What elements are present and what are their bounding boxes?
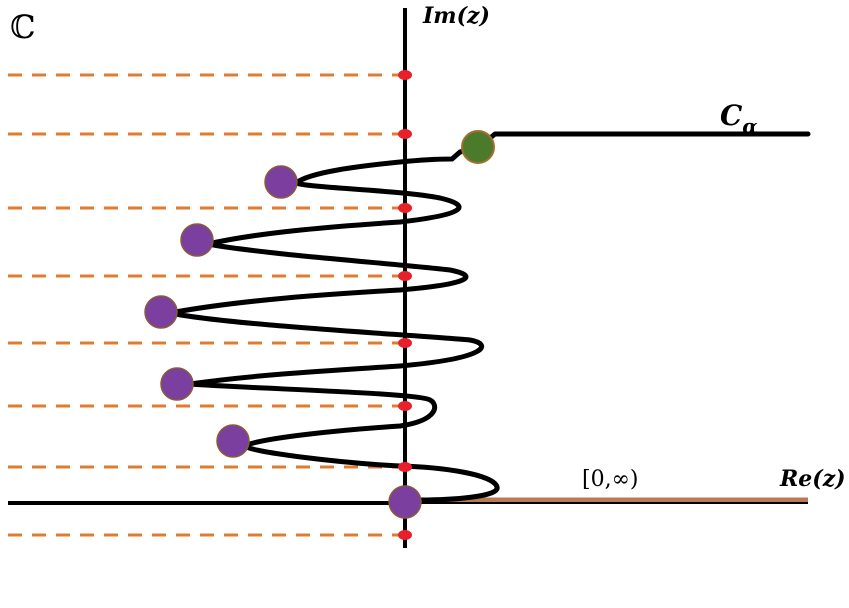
axis-mark <box>398 530 412 540</box>
poles <box>144 165 422 519</box>
pole-dot <box>180 223 214 257</box>
axis-marks <box>398 70 412 540</box>
axis-mark <box>398 338 412 348</box>
contour-label-main: C <box>720 99 743 132</box>
contour-label-sub: α <box>742 114 757 138</box>
imaginary-axis-label: Im(z) <box>422 3 490 29</box>
contour-endpoint-dot <box>461 130 495 164</box>
pole-dot <box>160 367 194 401</box>
contour-label: Cα <box>720 99 758 138</box>
pole-dot <box>388 485 422 519</box>
axis-mark <box>398 203 412 213</box>
axis-mark <box>398 129 412 139</box>
axis-mark <box>398 271 412 281</box>
axis-mark <box>398 401 412 411</box>
axis-mark <box>398 462 412 472</box>
dashed-lines <box>8 73 405 537</box>
pole-dot <box>216 424 250 458</box>
complex-plane-symbol: ℂ <box>10 8 35 46</box>
real-axis-label: Re(z) <box>779 466 846 492</box>
pole-dot <box>264 165 298 199</box>
pole-dot <box>144 295 178 329</box>
branch-cut-label: [0,∞) <box>582 467 638 492</box>
axis-mark <box>398 70 412 80</box>
contour-path <box>167 131 811 503</box>
